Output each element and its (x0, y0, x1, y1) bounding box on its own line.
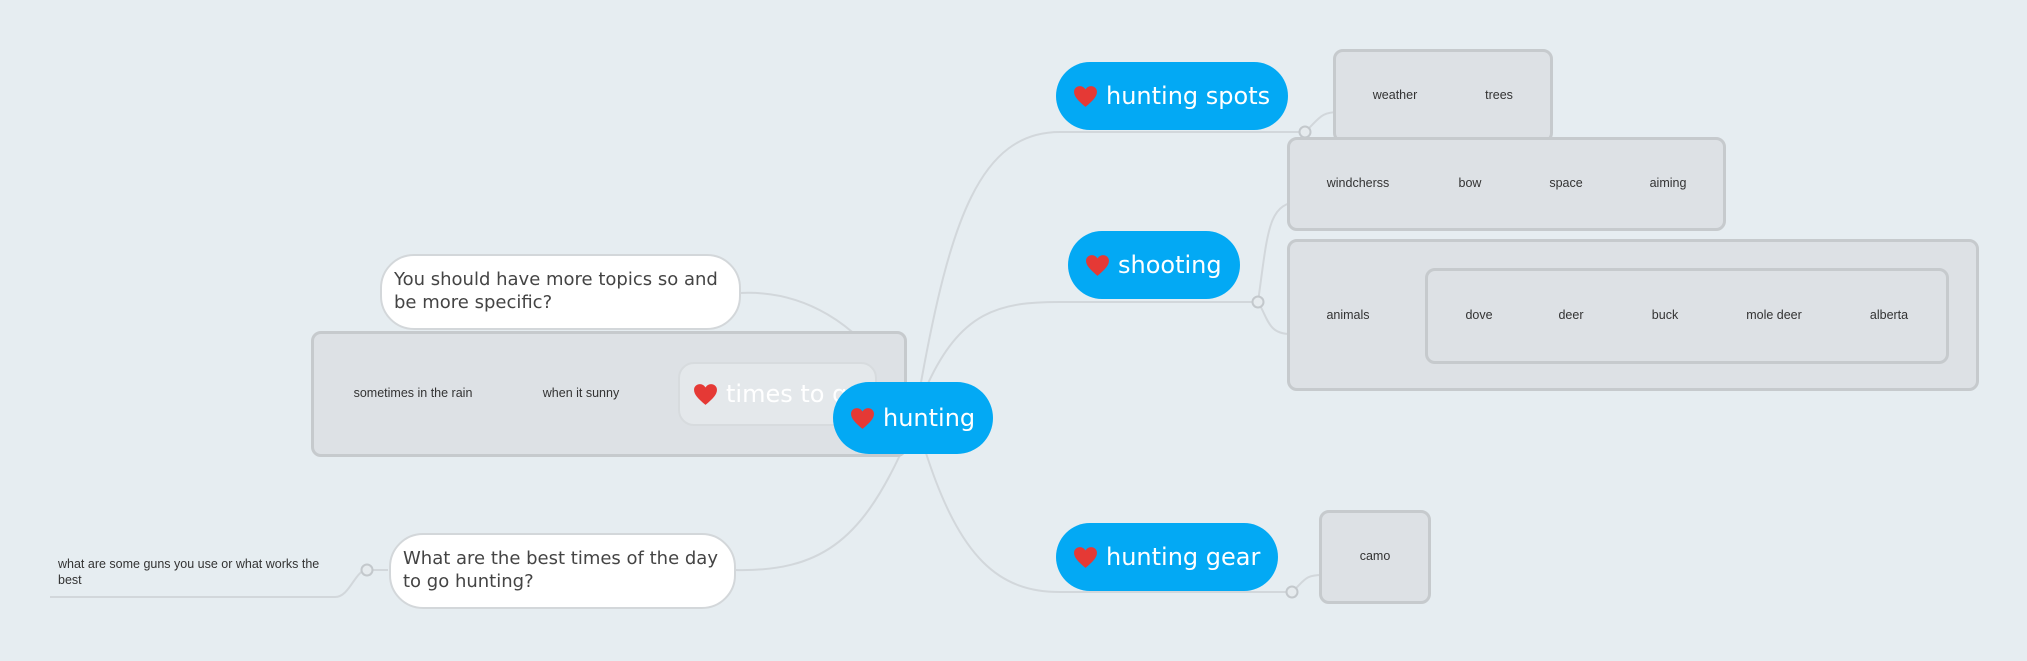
leaf-alberta[interactable]: alberta (1869, 308, 1909, 322)
spots-children-group (1333, 49, 1553, 143)
topic-hunting-gear[interactable]: hunting gear (1056, 523, 1279, 591)
comment-topics-text: You should have more topics so and be mo… (394, 269, 718, 313)
leaf-animals[interactable]: animals (1326, 308, 1370, 322)
leaf-buck[interactable]: buck (1651, 308, 1679, 322)
topic-shooting-label: shooting (1118, 251, 1222, 279)
leaf-when-it-sunny[interactable]: when it sunny (542, 386, 620, 400)
central-topic-hunting[interactable]: hunting (833, 382, 994, 454)
leaf-camo[interactable]: camo (1359, 549, 1391, 563)
topic-hunting-gear-label: hunting gear (1106, 543, 1261, 571)
heart-icon (694, 383, 717, 405)
leaf-sometimes-in-the-rain[interactable]: sometimes in the rain (353, 386, 473, 400)
gear-children-group (1319, 510, 1431, 604)
shooting-skills-group (1287, 137, 1726, 231)
leaf-trees[interactable]: trees (1485, 88, 1513, 102)
leaf-weather[interactable]: weather (1372, 88, 1418, 102)
comment-best-times[interactable]: What are the best times of the day to go… (389, 533, 736, 609)
comment-best-times-text: What are the best times of the day to go… (403, 548, 718, 592)
heart-icon (1074, 546, 1097, 568)
leaf-windcherss[interactable]: windcherss (1326, 176, 1390, 190)
comment-guns[interactable]: what are some guns you use or what works… (58, 557, 320, 587)
central-topic-label: hunting (883, 404, 976, 432)
animal-types-group (1425, 268, 1949, 364)
heart-icon (851, 407, 874, 429)
leaf-aiming[interactable]: aiming (1649, 176, 1687, 190)
heart-icon (1086, 254, 1109, 276)
topic-hunting-spots-label: hunting spots (1106, 82, 1271, 110)
topic-hunting-spots[interactable]: hunting spots (1056, 62, 1289, 130)
leaf-space[interactable]: space (1549, 176, 1583, 190)
leaf-dove[interactable]: dove (1465, 308, 1493, 322)
heart-icon (1074, 85, 1097, 107)
leaf-bow[interactable]: bow (1458, 176, 1482, 190)
leaf-deer[interactable]: deer (1558, 308, 1584, 322)
comment-topics[interactable]: You should have more topics so and be mo… (380, 254, 741, 330)
leaf-mole-deer[interactable]: mole deer (1746, 308, 1802, 322)
topic-shooting[interactable]: shooting (1068, 231, 1240, 299)
